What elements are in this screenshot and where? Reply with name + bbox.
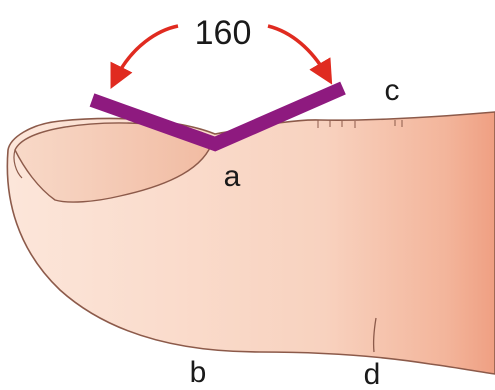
angle-arrow (116, 26, 178, 78)
angle-arrow-right (268, 26, 326, 74)
point-label-a: a (224, 160, 241, 193)
angle-label: 160 (195, 14, 252, 52)
point-label-d: d (364, 358, 381, 390)
point-label-b: b (190, 356, 207, 389)
point-label-c: c (385, 74, 400, 107)
